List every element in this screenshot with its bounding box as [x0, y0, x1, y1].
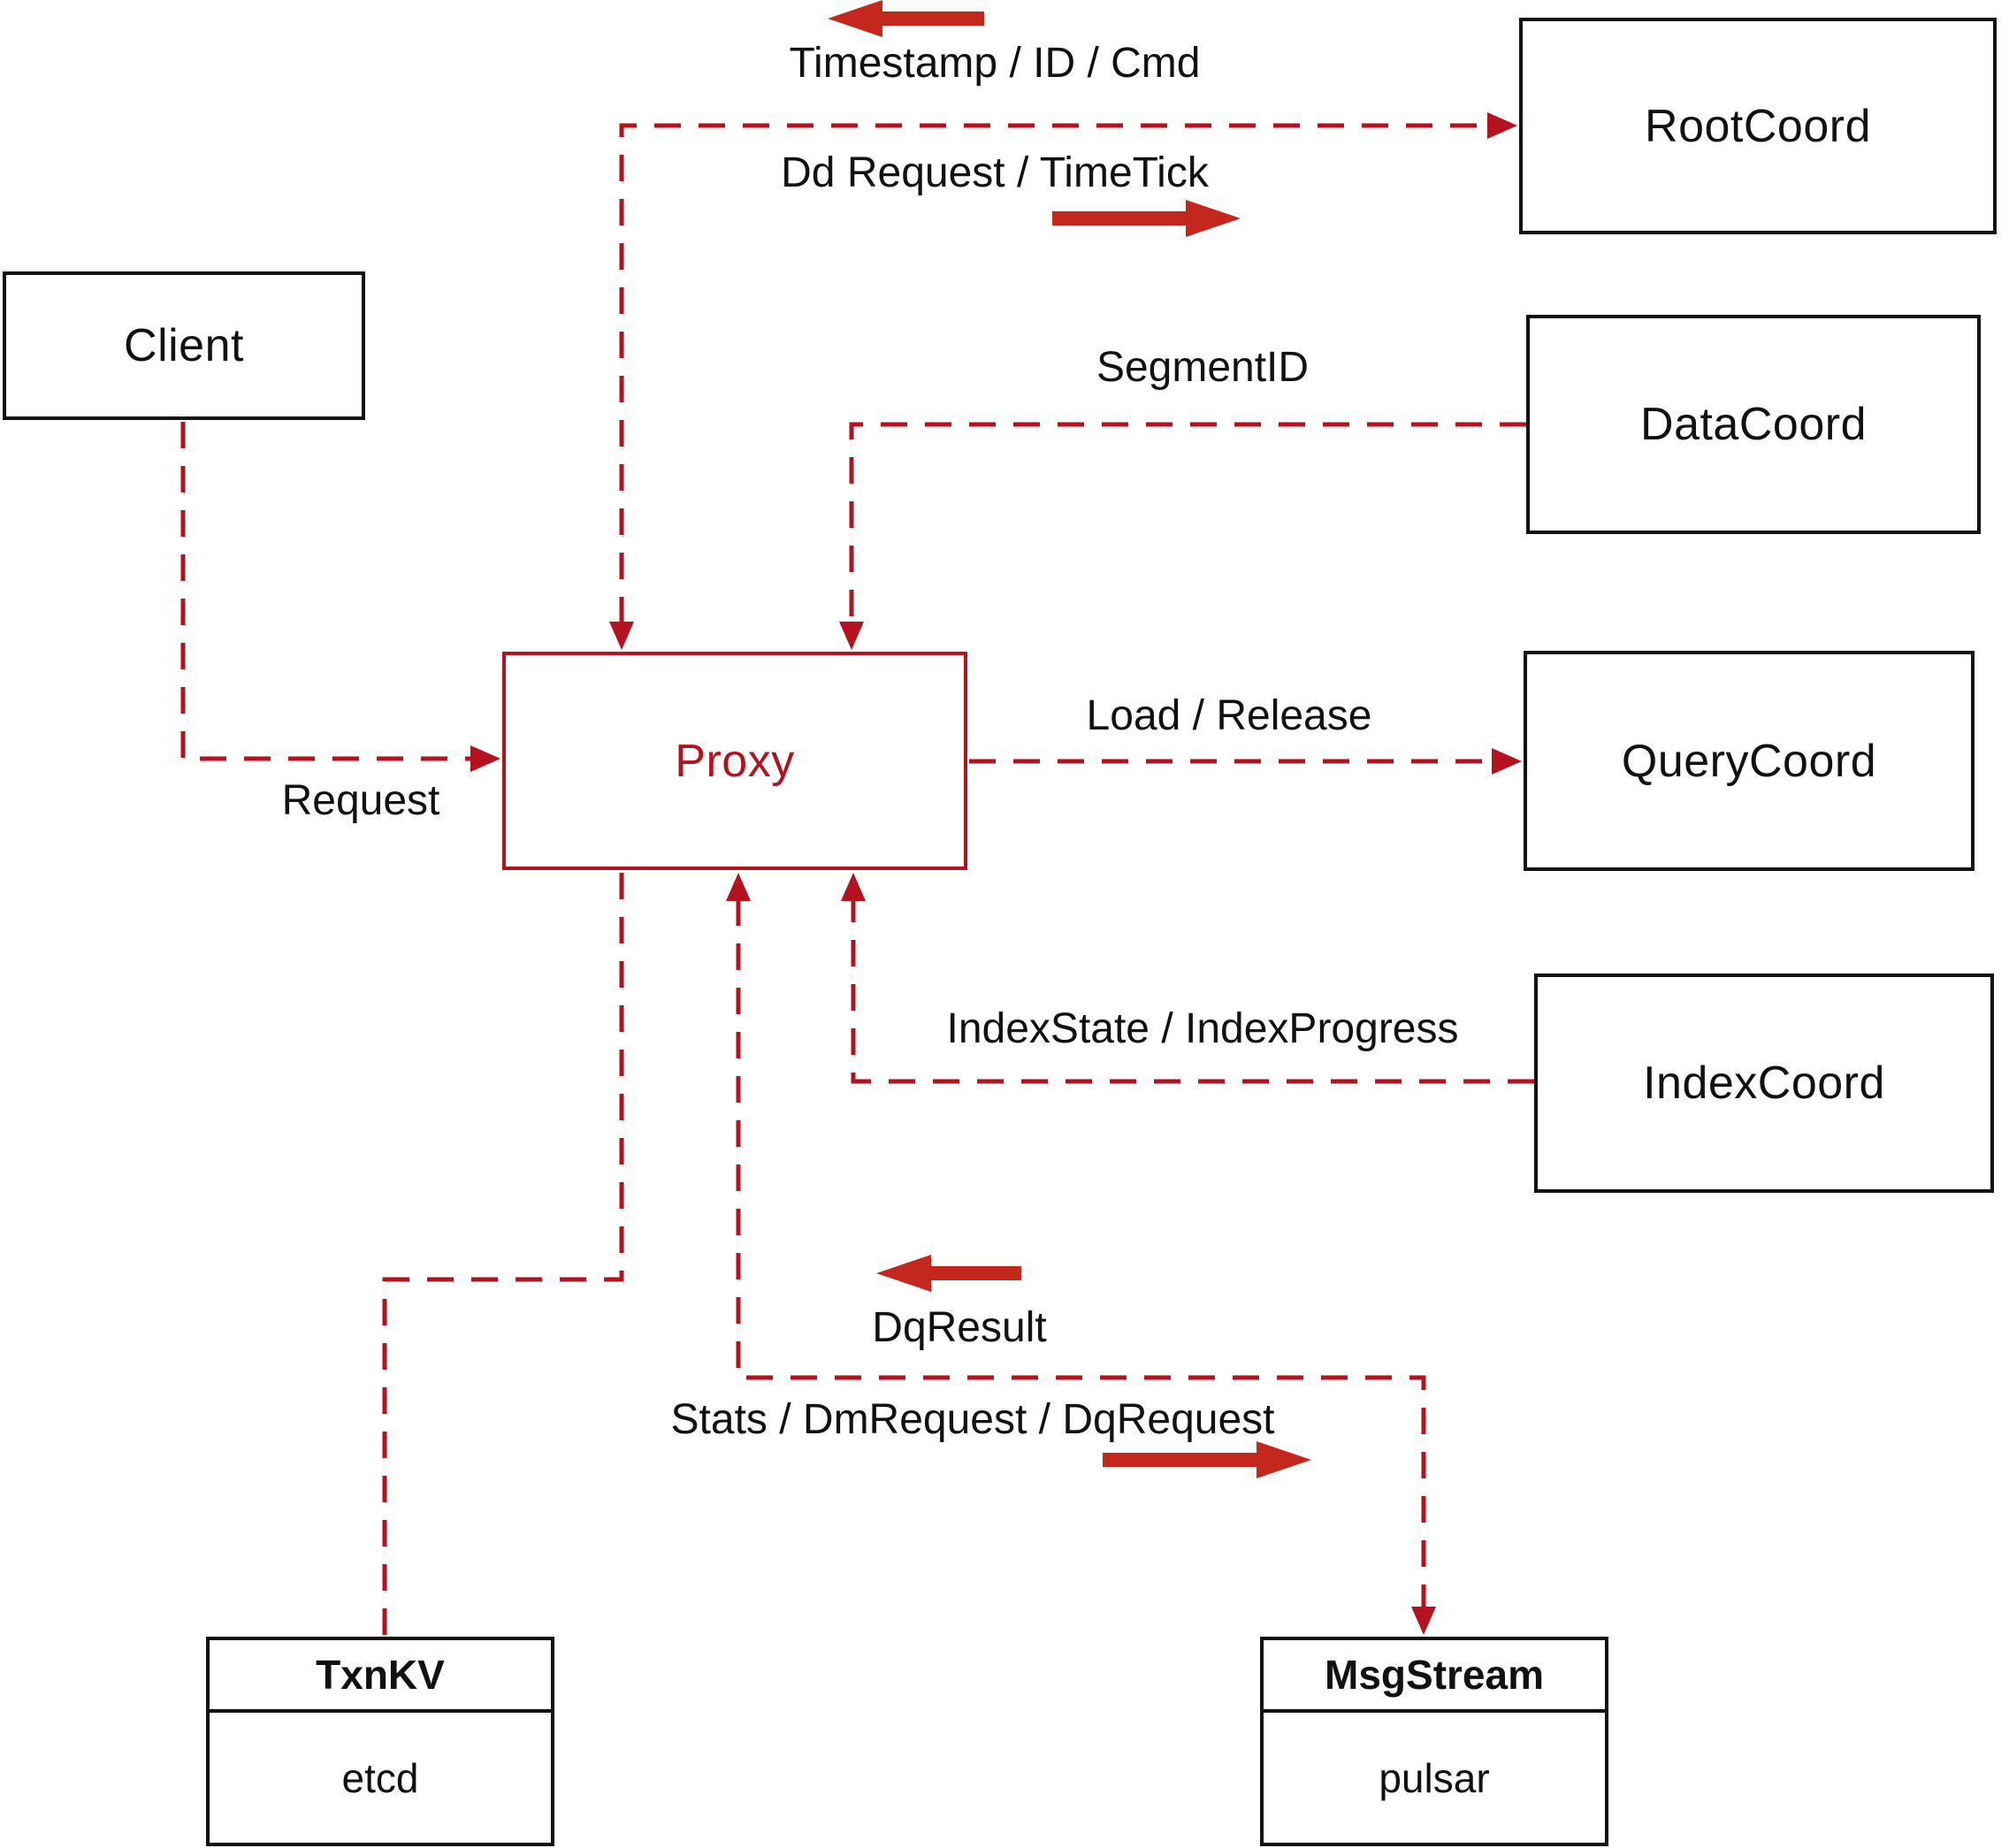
node-txnkv-title: TxnKV [210, 1640, 551, 1713]
node-txnkv: TxnKV etcd [206, 1637, 554, 1846]
node-client: Client [3, 271, 365, 420]
node-msgstream-impl: pulsar [1379, 1754, 1490, 1801]
edge-label-indexstate-indexprogress: IndexState / IndexProgress [946, 1005, 1459, 1052]
arrowhead-into-msgstream-icon [1411, 1607, 1436, 1635]
node-proxy: Proxy [502, 652, 967, 870]
edge-label-dqresult: DqResult [872, 1304, 1047, 1351]
node-msgstream: MsgStream pulsar [1260, 1637, 1608, 1846]
edge-indexcoord-proxy [851, 899, 1534, 1084]
node-querycoord-label: QueryCoord [1621, 735, 1877, 787]
node-rootcoord: RootCoord [1519, 18, 1997, 234]
node-indexcoord: IndexCoord [1534, 974, 1994, 1193]
arrowhead-into-proxy-bottom2-icon [841, 873, 866, 901]
edge-label-load-release: Load / Release [1086, 692, 1372, 739]
node-proxy-label: Proxy [675, 735, 795, 787]
edge-proxy-rootcoord [619, 123, 1487, 623]
node-rootcoord-label: RootCoord [1645, 100, 1871, 152]
edge-label-timestamp-id-cmd: Timestamp / ID / Cmd [789, 40, 1201, 87]
arrowhead-into-proxy-top1-icon [609, 622, 634, 650]
node-txnkv-impl: etcd [341, 1754, 419, 1801]
node-datacoord-label: DataCoord [1640, 399, 1867, 450]
arrowhead-into-proxy-top2-icon [839, 622, 864, 650]
node-datacoord: DataCoord [1526, 315, 1981, 534]
direction-arrow-left-dqresult-icon [876, 1255, 1021, 1292]
edge-label-stats-dmrequest-dqrequest: Stats / DmRequest / DqRequest [670, 1396, 1275, 1443]
node-querycoord: QueryCoord [1524, 651, 1975, 871]
edge-proxy-msgstream [736, 899, 1426, 1607]
direction-arrow-right-stats-icon [1103, 1441, 1311, 1478]
edge-label-request: Request [281, 777, 440, 824]
edge-datacoord-proxy [849, 422, 1526, 623]
edge-client-proxy [180, 422, 470, 761]
arrowhead-into-rootcoord-icon [1487, 112, 1517, 139]
node-client-label: Client [124, 320, 244, 371]
node-msgstream-title: MsgStream [1264, 1640, 1605, 1713]
direction-arrow-left-top-icon [828, 0, 984, 37]
arrowhead-into-querycoord-icon [1492, 748, 1522, 775]
edge-label-segmentid: SegmentID [1096, 344, 1310, 391]
edge-label-dd-request-timetick: Dd Request / TimeTick [781, 149, 1209, 196]
edge-proxy-txnkv [382, 873, 624, 1635]
arrowhead-into-proxy-left-icon [470, 745, 500, 772]
node-indexcoord-label: IndexCoord [1643, 1058, 1885, 1109]
direction-arrow-right-top-icon [1052, 200, 1241, 237]
arrowhead-into-proxy-bottom1-icon [726, 873, 751, 901]
